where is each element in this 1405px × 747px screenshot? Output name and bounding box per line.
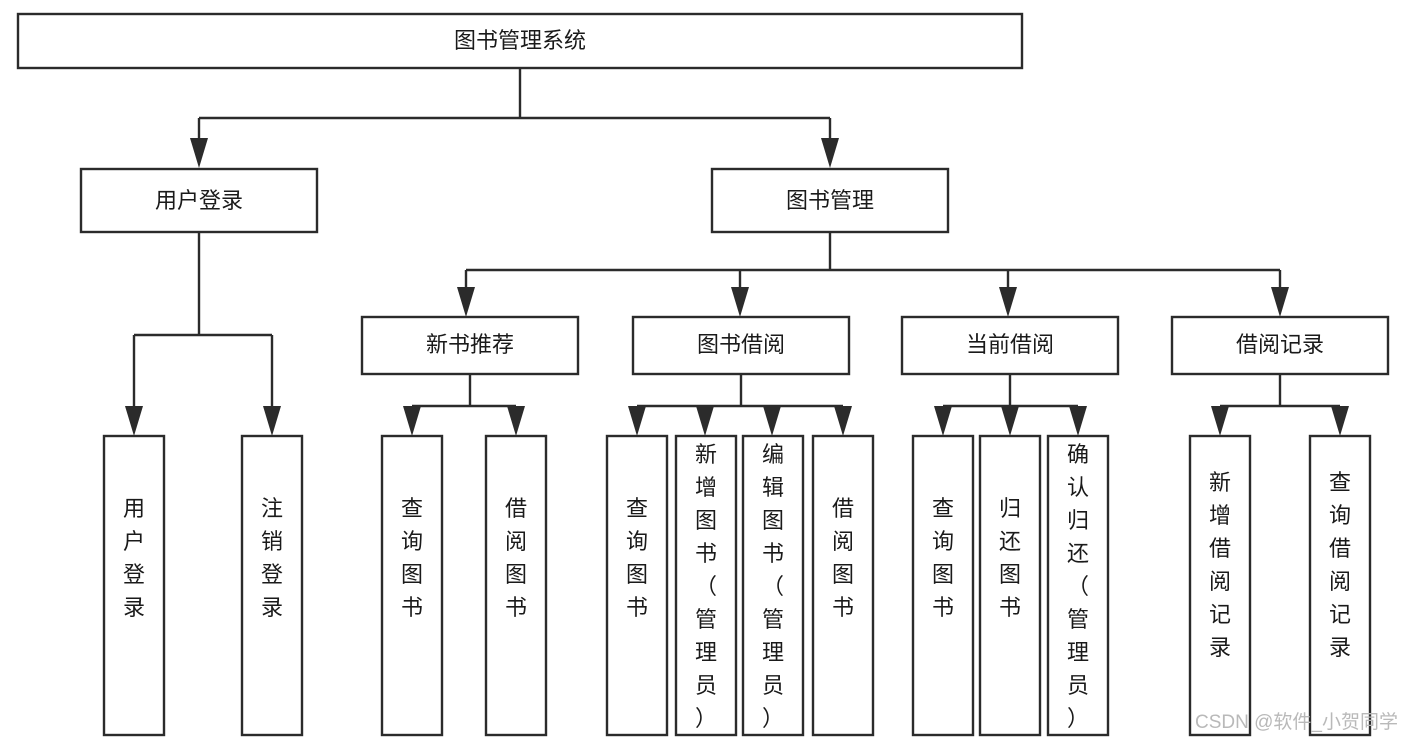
- node-book-manage-label: 图书管理: [786, 188, 874, 213]
- leaf-query-book-2[interactable]: 查询图书: [605, 434, 669, 737]
- node-book-borrow[interactable]: 图书借阅: [631, 315, 851, 376]
- arrowhead-book-borrow: [731, 287, 749, 317]
- leaf-query-record-label: 查询借阅记录: [1329, 470, 1351, 660]
- leaf-borrow-book-2-box[interactable]: [811, 434, 875, 737]
- arrowhead-new-book-rec: [457, 287, 475, 317]
- arrowhead-current-borrow: [999, 287, 1017, 317]
- leaf-return-book[interactable]: 归还图书: [978, 434, 1042, 737]
- leaf-query-book-1-box[interactable]: [380, 434, 444, 737]
- leaf-edit-book-box[interactable]: [741, 434, 805, 737]
- arrowhead-borrow-record: [1271, 287, 1289, 317]
- leaf-logout-label: 注销登录: [261, 496, 283, 620]
- leaf-user-login[interactable]: 用户登录: [102, 434, 166, 737]
- arrowhead-leaf-borrow-book-1: [507, 406, 525, 436]
- connector-group-book-borrow: [628, 374, 852, 436]
- leaf-confirm-return-box[interactable]: [1046, 434, 1110, 737]
- connector-group-new-book-rec: [403, 374, 525, 436]
- node-root-box[interactable]: [16, 12, 1024, 70]
- arrowhead-userlogin: [190, 138, 208, 168]
- connector-group-current-borrow: [934, 374, 1087, 436]
- node-user-login[interactable]: 用户登录: [79, 167, 319, 234]
- node-book-borrow-box[interactable]: [631, 315, 851, 376]
- node-root[interactable]: 图书管理系统: [16, 12, 1024, 70]
- node-user-login-label: 用户登录: [155, 188, 243, 213]
- leaf-borrow-book-1[interactable]: 借阅图书: [484, 434, 548, 737]
- node-new-book-rec-box[interactable]: [360, 315, 580, 376]
- connector-group-borrow-record: [1211, 374, 1349, 436]
- arrowhead-leaf-query-record: [1331, 406, 1349, 436]
- arrowhead-leaf-return-book: [1001, 406, 1019, 436]
- leaf-return-book-box[interactable]: [978, 434, 1042, 737]
- arrowhead-leaf-logout: [263, 406, 281, 436]
- node-book-manage[interactable]: 图书管理: [710, 167, 950, 234]
- node-current-borrow[interactable]: 当前借阅: [900, 315, 1120, 376]
- arrowhead-leaf-add-record: [1211, 406, 1229, 436]
- arrowhead-leaf-confirm-return: [1069, 406, 1087, 436]
- leaf-query-book-2-label: 查询图书: [626, 496, 648, 620]
- leaf-query-book-2-box[interactable]: [605, 434, 669, 737]
- node-current-borrow-box[interactable]: [900, 315, 1120, 376]
- leaf-query-record[interactable]: 查询借阅记录: [1308, 434, 1372, 737]
- leaf-borrow-book-1-box[interactable]: [484, 434, 548, 737]
- leaf-query-book-3-box[interactable]: [911, 434, 975, 737]
- leaf-query-book-3[interactable]: 查询图书: [911, 434, 975, 737]
- leaf-edit-book-label: 编辑图书（管理员）: [762, 442, 784, 731]
- arrowhead-bookmanage: [821, 138, 839, 168]
- leaf-add-record-label: 新增借阅记录: [1209, 470, 1231, 660]
- leaf-query-record-box[interactable]: [1308, 434, 1372, 737]
- leaf-user-login-box[interactable]: [102, 434, 166, 737]
- leaf-query-book-3-label: 查询图书: [932, 496, 954, 620]
- leaf-return-book-label: 归还图书: [999, 496, 1021, 620]
- leaf-confirm-return-label: 确认归还（管理员）: [1067, 442, 1089, 731]
- node-root-label: 图书管理系统: [454, 28, 586, 53]
- connector-group-root: [190, 68, 839, 168]
- node-current-borrow-label: 当前借阅: [966, 332, 1054, 357]
- leaf-logout-box[interactable]: [240, 434, 304, 737]
- leaf-query-book-1-label: 查询图书: [401, 496, 423, 620]
- leaf-edit-book[interactable]: 编辑图书（管理员）: [741, 434, 805, 737]
- leaf-borrow-book-1-label: 借阅图书: [505, 496, 527, 620]
- leaf-borrow-book-2-label: 借阅图书: [832, 496, 854, 620]
- leaf-add-book-label: 新增图书（管理员）: [695, 442, 717, 731]
- leaf-add-book[interactable]: 新增图书（管理员）: [674, 434, 738, 737]
- arrowhead-leaf-user-login: [125, 406, 143, 436]
- arrowhead-leaf-edit-book: [763, 406, 781, 436]
- node-user-login-box[interactable]: [79, 167, 319, 234]
- leaf-add-record-box[interactable]: [1188, 434, 1252, 737]
- leaf-query-book-1[interactable]: 查询图书: [380, 434, 444, 737]
- node-borrow-record-label: 借阅记录: [1236, 332, 1324, 357]
- arrowhead-leaf-borrow-book-2: [834, 406, 852, 436]
- node-new-book-rec-label: 新书推荐: [426, 332, 514, 357]
- leaf-add-book-box[interactable]: [674, 434, 738, 737]
- node-borrow-record[interactable]: 借阅记录: [1170, 315, 1390, 376]
- node-borrow-record-box[interactable]: [1170, 315, 1390, 376]
- connector-group-book-manage: [457, 232, 1289, 317]
- arrowhead-leaf-query-book-3: [934, 406, 952, 436]
- leaf-confirm-return[interactable]: 确认归还（管理员）: [1046, 434, 1110, 737]
- leaf-add-record[interactable]: 新增借阅记录: [1188, 434, 1252, 737]
- node-new-book-rec[interactable]: 新书推荐: [360, 315, 580, 376]
- leaf-logout[interactable]: 注销登录: [240, 434, 304, 737]
- leaf-borrow-book-2[interactable]: 借阅图书: [811, 434, 875, 737]
- connector-group-user-login: [125, 232, 281, 436]
- leaf-user-login-label: 用户登录: [123, 496, 145, 620]
- arrowhead-leaf-query-book-2: [628, 406, 646, 436]
- arrowhead-leaf-add-book: [696, 406, 714, 436]
- arrowhead-leaf-query-book-1: [403, 406, 421, 436]
- node-book-borrow-label: 图书借阅: [697, 332, 785, 357]
- csdn-watermark: CSDN @软件_小贺同学: [1195, 711, 1398, 733]
